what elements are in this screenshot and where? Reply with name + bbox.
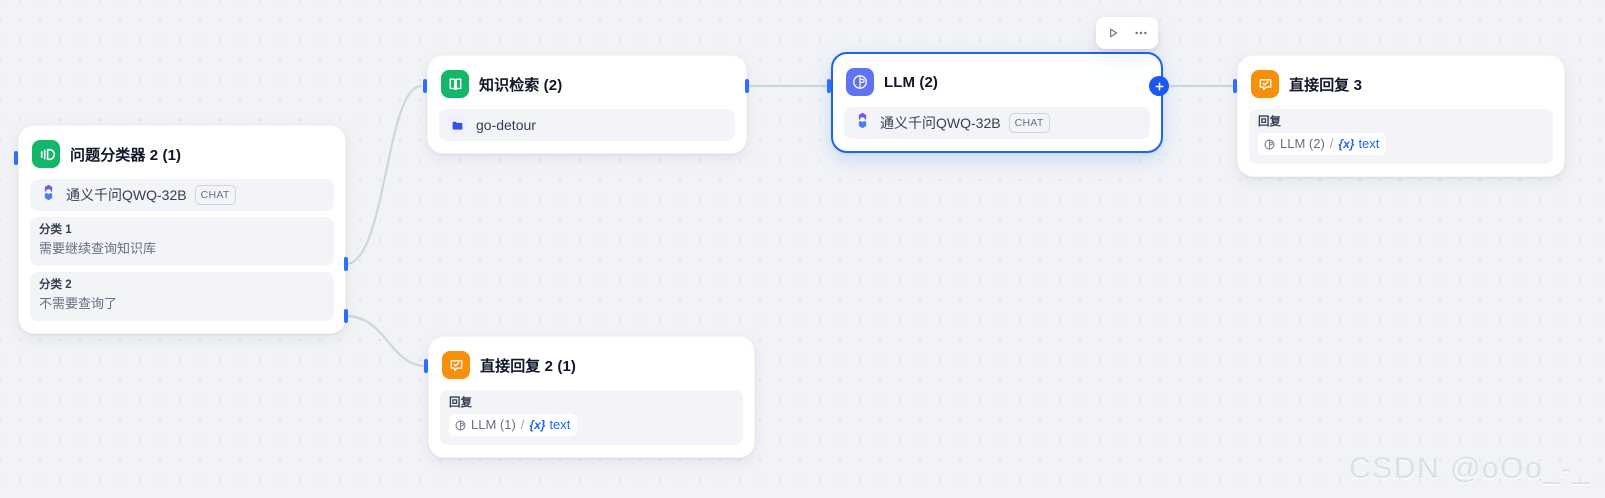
answer-output-label: 回复 [449, 397, 472, 409]
port-knowledge-input[interactable] [423, 79, 427, 93]
knowledge-book-icon [441, 70, 469, 98]
node-header: 直接回复 3 [1249, 66, 1553, 100]
node-header: 直接回复 2 (1) [440, 347, 743, 381]
model-selector[interactable]: 通义千问QWQ-32B CHAT [30, 179, 334, 211]
qwen-logo-icon [39, 183, 58, 207]
answer-icon [442, 351, 470, 379]
variable-name: text [549, 417, 571, 432]
node-answer-2[interactable]: 直接回复 2 (1) 回复 LLM (1) / {x} text [428, 336, 755, 458]
play-icon[interactable] [1100, 21, 1126, 45]
llm-icon [1263, 138, 1276, 151]
model-selector[interactable]: 通义千问QWQ-32B CHAT [844, 107, 1150, 139]
node-header: LLM (2) [844, 64, 1150, 98]
node-title: 直接回复 2 (1) [480, 357, 577, 375]
variable-node-name: LLM (2) [1280, 136, 1325, 151]
node-title: 知识检索 (2) [479, 76, 563, 94]
variable-chip[interactable]: LLM (1) / {x} text [449, 414, 578, 436]
dataset-name: go-detour [476, 117, 536, 133]
port-knowledge-output[interactable] [745, 79, 749, 93]
answer-output-block[interactable]: 回复 LLM (2) / {x} text [1249, 109, 1553, 164]
llm-icon [846, 68, 874, 96]
node-title: LLM (2) [884, 73, 939, 91]
variable-separator: / [1329, 136, 1334, 151]
category-label: 分类 2 [39, 279, 72, 291]
answer-output-label: 回复 [1258, 116, 1281, 128]
node-knowledge-retrieval[interactable]: 知识检索 (2) go-detour [427, 55, 747, 154]
question-classifier-icon [32, 140, 60, 168]
category-label: 分类 1 [39, 224, 72, 236]
port-classifier-input[interactable] [14, 151, 18, 165]
variable-name: text [1358, 136, 1380, 151]
classifier-category-1[interactable]: 分类 1 需要继续查询知识库 [30, 217, 334, 266]
node-title: 直接回复 3 [1289, 76, 1363, 94]
node-answer-3[interactable]: 直接回复 3 回复 LLM (2) / {x} text [1237, 55, 1565, 177]
more-horizontal-icon[interactable] [1128, 21, 1154, 45]
port-answer2-input[interactable] [424, 359, 428, 373]
port-answer3-input[interactable] [1233, 79, 1237, 93]
port-llm-input[interactable] [827, 79, 831, 93]
port-classifier-output-2[interactable] [344, 309, 348, 323]
node-toolbar[interactable] [1096, 17, 1158, 49]
qwen-logo-icon [853, 111, 872, 135]
model-type-badge: CHAT [1008, 113, 1050, 133]
node-question-classifier[interactable]: 问题分类器 2 (1) 通义千问QWQ-32B CHAT 分类 1 需要继续查询… [18, 125, 346, 334]
variable-type-icon: {x} [529, 418, 546, 432]
variable-type-icon: {x} [1338, 137, 1355, 151]
node-header: 问题分类器 2 (1) [30, 136, 334, 170]
variable-chip[interactable]: LLM (2) / {x} text [1258, 133, 1387, 155]
answer-icon [1251, 70, 1279, 98]
variable-separator: / [520, 417, 525, 432]
model-name: 通义千问QWQ-32B [66, 187, 187, 203]
watermark: CSDN @oOo_-_ [1349, 452, 1591, 485]
node-header: 知识检索 (2) [439, 66, 735, 100]
node-llm[interactable]: LLM (2) 通义千问QWQ-32B CHAT [831, 52, 1163, 153]
dataset-folder-icon [447, 115, 467, 135]
variable-node-name: LLM (1) [471, 417, 516, 432]
model-name: 通义千问QWQ-32B [880, 115, 1001, 131]
answer-output-block[interactable]: 回复 LLM (1) / {x} text [440, 390, 743, 445]
category-value: 不需要查询了 [39, 296, 118, 311]
node-title: 问题分类器 2 (1) [70, 146, 182, 164]
llm-icon [454, 419, 467, 432]
port-classifier-output-1[interactable] [344, 257, 348, 271]
dataset-item[interactable]: go-detour [439, 109, 735, 141]
model-type-badge: CHAT [194, 185, 236, 205]
edge-classifier-to-knowledge [344, 84, 423, 266]
classifier-category-2[interactable]: 分类 2 不需要查询了 [30, 272, 334, 321]
edge-classifier-to-answer2 [344, 314, 428, 368]
category-value: 需要继续查询知识库 [39, 241, 157, 256]
add-next-node-button[interactable] [1149, 76, 1169, 96]
